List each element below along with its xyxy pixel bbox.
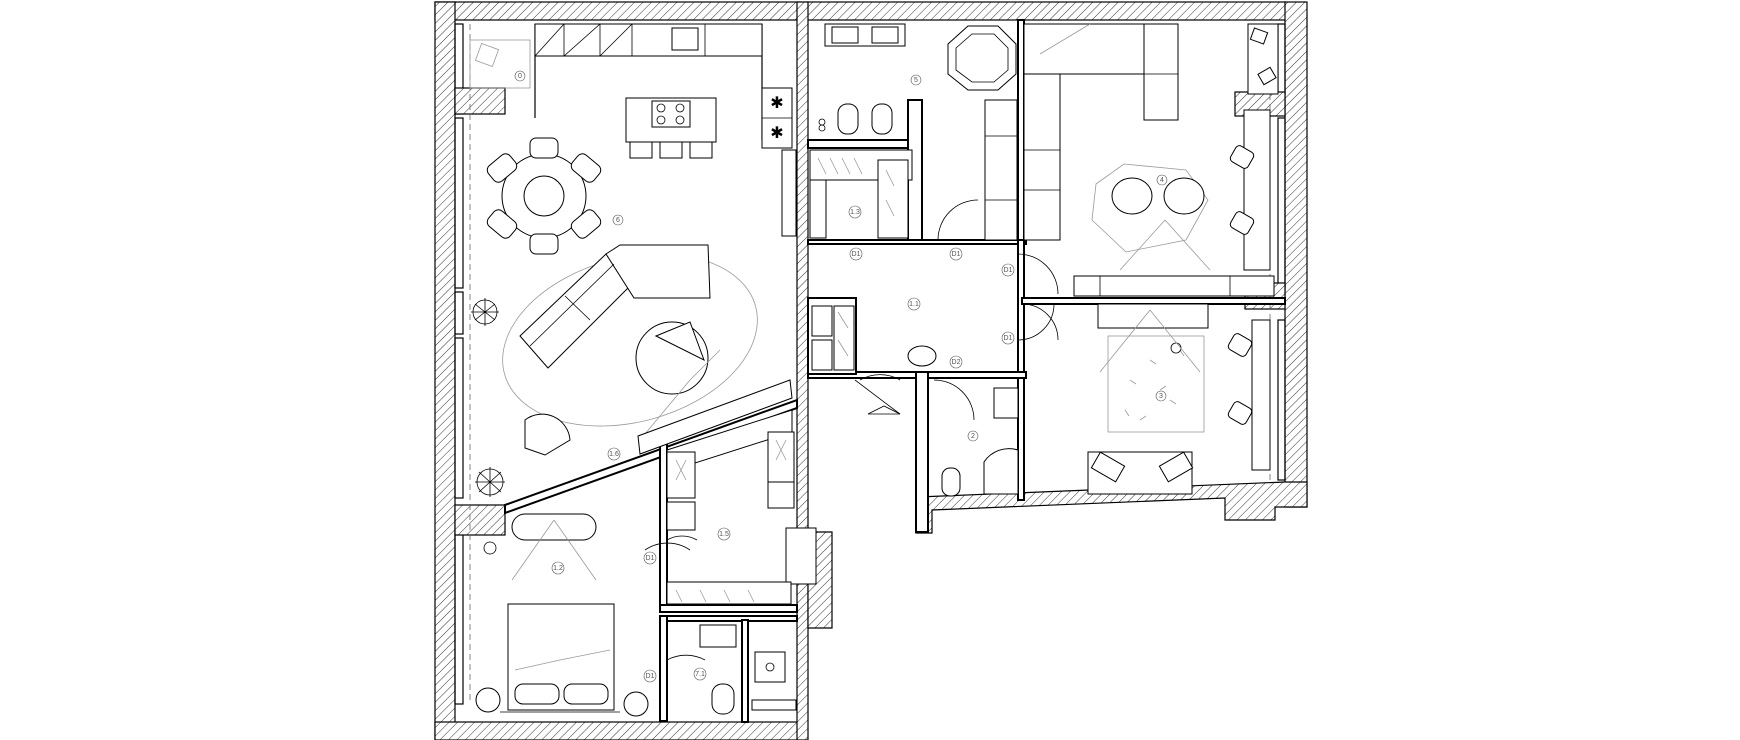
room-number: 4 [1160, 177, 1164, 184]
sofa-bed [1023, 23, 1145, 75]
tv-console [637, 379, 793, 455]
plant-icon [475, 467, 505, 497]
room-number: 1.5 [719, 531, 729, 538]
room-labels: 0 6 5 1.3 1.5 1.6 4 1.1 3 2 1.2 7.1 [514, 70, 1168, 681]
wall-central [796, 1, 809, 740]
cooktop [651, 100, 691, 128]
wc [711, 683, 735, 715]
door-labels: D1 D1 D1 D1 D2 D1 D1 D1 D1 [643, 247, 1015, 683]
left-windows [454, 23, 506, 705]
wall-bottom-right [915, 481, 1308, 534]
wc [837, 103, 859, 135]
dressing-room [666, 409, 817, 605]
shower-tray [754, 651, 786, 683]
corridor [811, 303, 1055, 415]
wall-left [434, 1, 456, 740]
living-room [471, 244, 793, 497]
wall-top-right [805, 1, 1287, 21]
door-label: D1 [1001, 263, 1015, 277]
bathroom-8 [666, 624, 797, 715]
room-label-1-3: 1.3 [848, 205, 862, 219]
room-label-3: 3 [1155, 390, 1167, 402]
room-label-2: 2 [967, 430, 979, 442]
washbasin [993, 387, 1019, 419]
bathroom-2 [933, 379, 1019, 497]
kitchen-sink [671, 27, 699, 51]
svg-text:D1: D1 [1004, 267, 1013, 274]
room-label-1-1: 1.1 [907, 297, 921, 311]
storage [809, 149, 1059, 295]
plant-icon [471, 298, 499, 326]
room-label-4: 4 [1156, 174, 1168, 186]
door-label: D1 [949, 247, 963, 261]
wall-bottom [434, 721, 802, 740]
desk [1243, 109, 1271, 271]
svg-text:D1: D1 [852, 251, 861, 258]
room-label-7-1: 7.1 [693, 667, 707, 681]
room-number: 1.3 [850, 209, 860, 216]
room-label-6: 6 [612, 214, 624, 226]
washbasin [699, 624, 737, 648]
room-number: 3 [1159, 393, 1163, 400]
bathtub [947, 25, 1017, 91]
bedroom-4 [1023, 23, 1279, 297]
outer-walls [434, 1, 1308, 740]
armchair [1111, 177, 1153, 215]
wall-right [1284, 1, 1308, 508]
desk [1251, 319, 1271, 471]
room-number: 7.1 [695, 671, 705, 678]
bedroom-3 [1021, 303, 1271, 495]
armchair [1163, 177, 1205, 215]
internal-walls [504, 19, 1286, 723]
kitchen: ✱ ✱ [469, 23, 797, 237]
door-label: D1 [849, 247, 863, 261]
bidet [871, 103, 893, 135]
svg-text:✱: ✱ [770, 95, 783, 112]
nightstand [623, 691, 649, 717]
armchair [524, 413, 571, 456]
door-label: D1 [643, 551, 657, 565]
room-label-0: 0 [514, 70, 526, 82]
svg-text:✱: ✱ [770, 125, 783, 142]
door-label: D1 [1001, 331, 1015, 345]
vanity-cabinet [984, 99, 1018, 241]
bedroom-lower-left [475, 513, 691, 717]
side-table [654, 321, 705, 362]
room-label-1-2: 1.2 [551, 561, 565, 575]
bench [511, 513, 597, 541]
room-number: 5 [914, 77, 918, 84]
wc [941, 467, 961, 497]
shower [983, 448, 1019, 495]
door-label: D2 [949, 355, 963, 369]
svg-text:D2: D2 [952, 359, 961, 366]
bookshelf [1023, 73, 1061, 241]
diagonal-wall [504, 398, 798, 515]
room-number: 1.6 [609, 451, 619, 458]
svg-text:D1: D1 [646, 673, 655, 680]
room-label-5: 5 [910, 74, 922, 86]
room-number: 1.1 [909, 301, 919, 308]
wall-top-left [434, 1, 802, 21]
room-label-1-6: 1.6 [607, 447, 621, 461]
door-label: D1 [643, 669, 657, 683]
headboard [1097, 303, 1209, 329]
room-number: 0 [518, 73, 522, 80]
room-number: 2 [971, 433, 975, 440]
bathroom-5 [818, 23, 1018, 241]
svg-text:D1: D1 [646, 555, 655, 562]
room-number: 1.2 [553, 565, 563, 572]
dining-table [486, 137, 602, 255]
kitchen-counter-top [534, 23, 763, 57]
svg-text:D1: D1 [1004, 335, 1013, 342]
room-label-1-5: 1.5 [717, 527, 731, 541]
nightstand [475, 687, 501, 713]
tv-unit [1073, 275, 1275, 297]
room-number: 6 [616, 217, 620, 224]
svg-text:D1: D1 [952, 251, 961, 258]
